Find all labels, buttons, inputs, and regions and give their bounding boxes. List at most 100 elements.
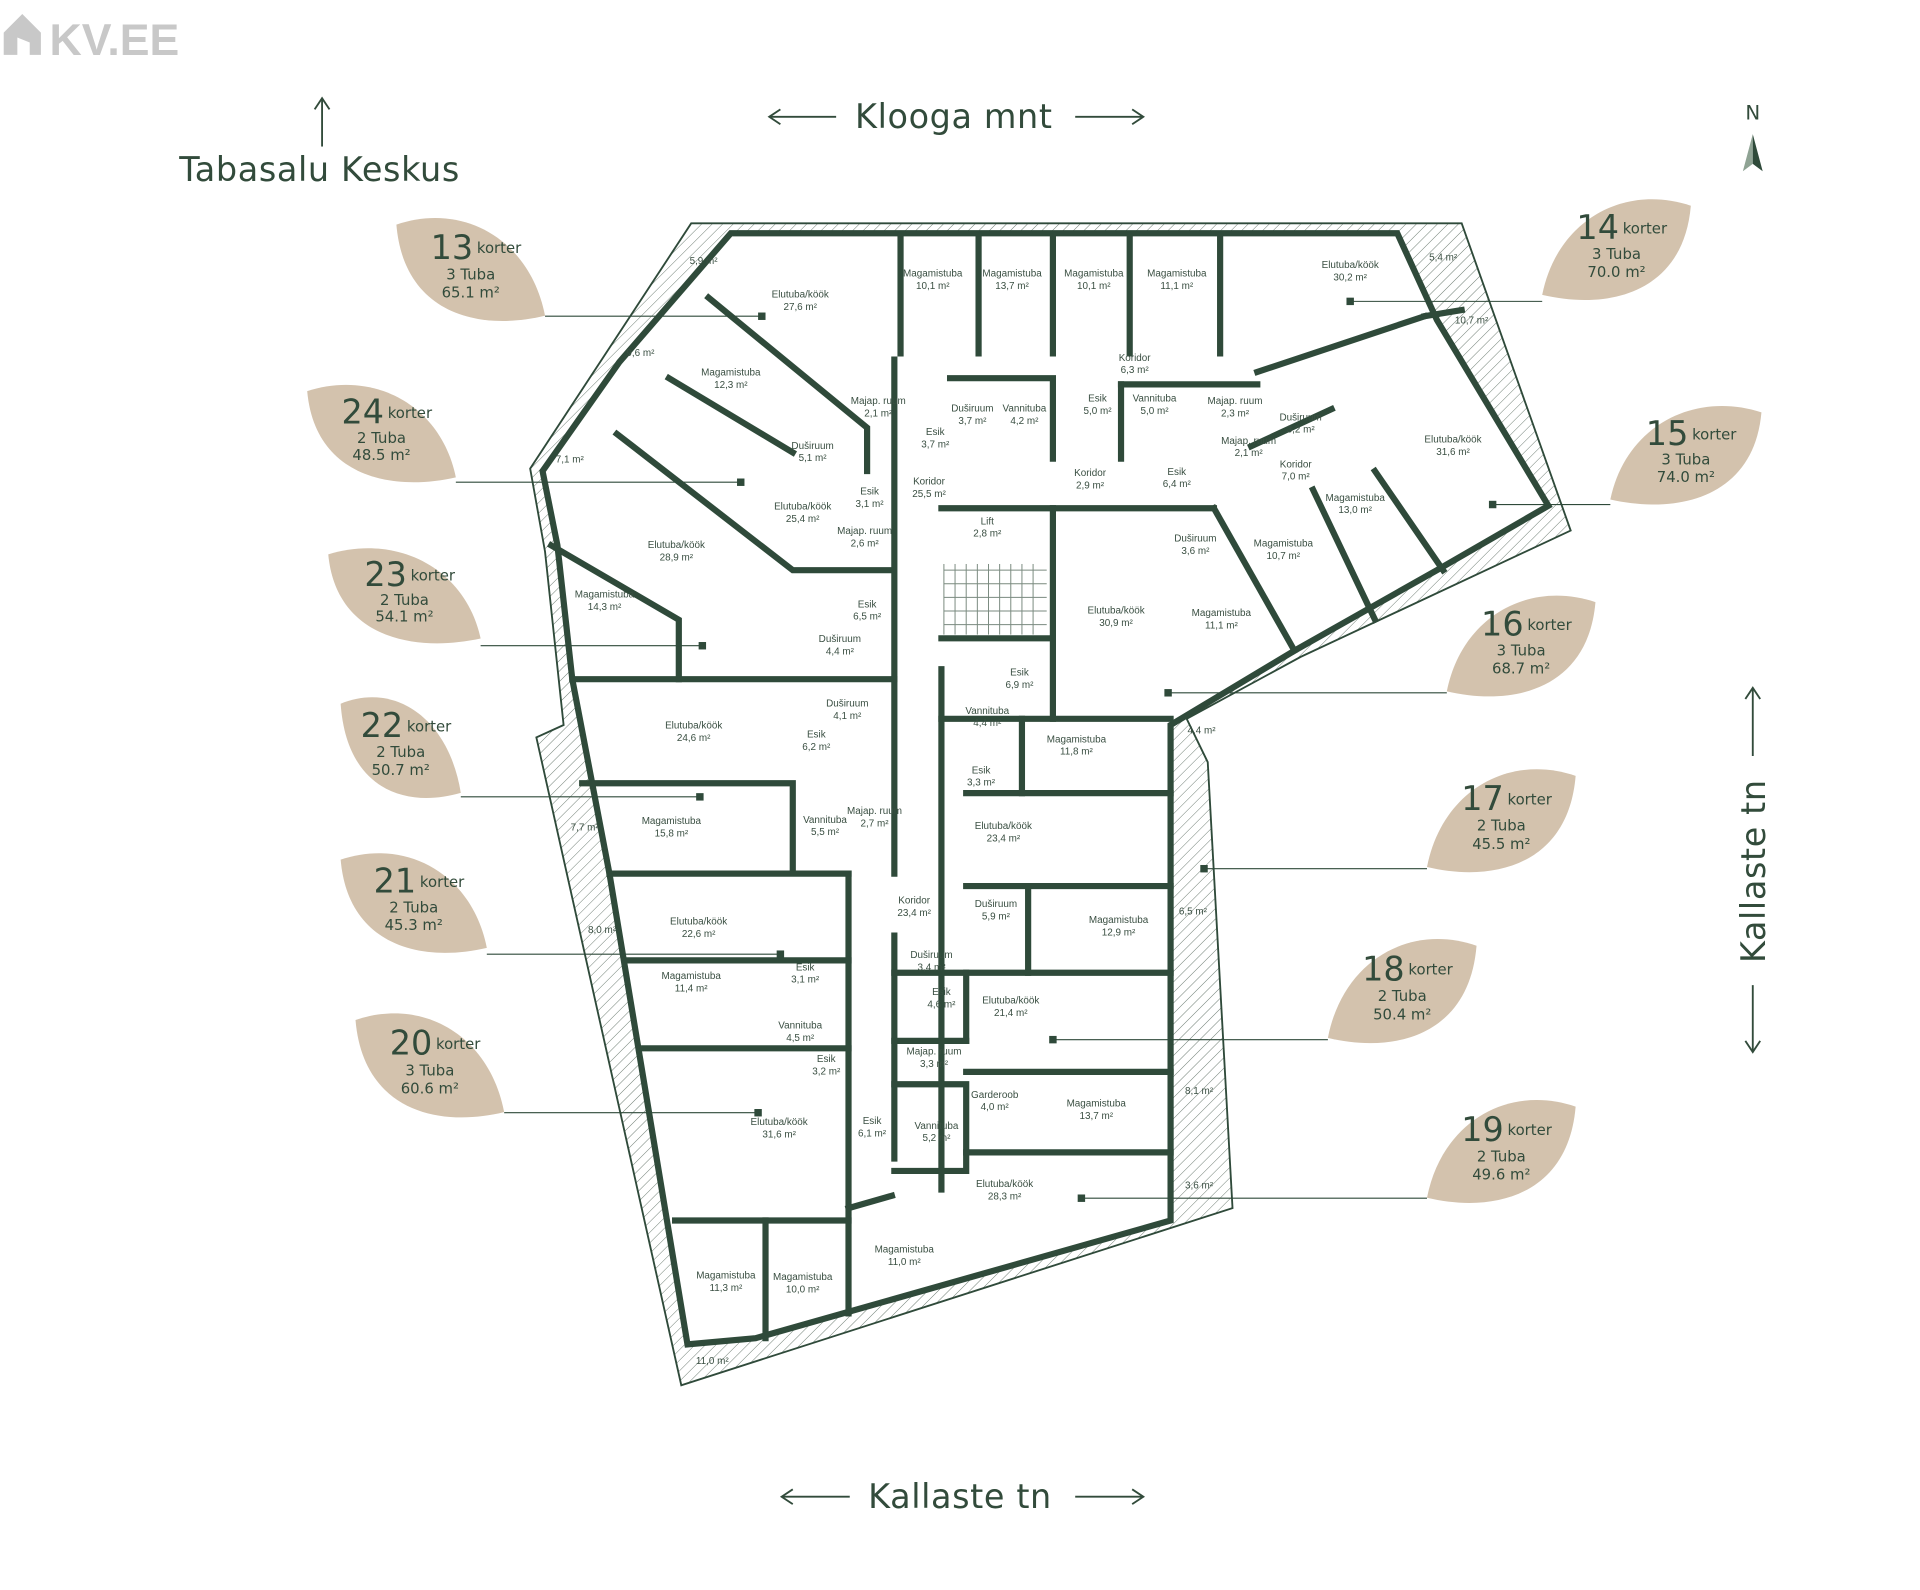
room-area: 6,1 m² [858, 1128, 887, 1139]
room-area: 3,2 m² [1287, 425, 1316, 436]
building [529, 222, 1572, 1387]
room-name: Duširuum [819, 634, 861, 645]
room-area: 13,7 m² [995, 281, 1029, 292]
leaf-shape [307, 384, 456, 483]
room-area: 22,6 m² [682, 929, 716, 940]
balcony-area: 4,4 m² [1188, 726, 1217, 737]
apartment-rooms: 2 Tuba [389, 899, 438, 917]
room-label: Elutuba/köök 22,6 m² [670, 916, 727, 939]
room-name: Koridor [898, 895, 931, 906]
apartment-rooms: 2 Tuba [1477, 1147, 1526, 1165]
room-name: Elutuba/köök [751, 1117, 808, 1128]
wall [704, 293, 871, 475]
room-name: Magamistuba [1067, 1099, 1127, 1110]
room-name: Elutuba/köök [1322, 260, 1379, 271]
balcony-area: 8,1 m² [1185, 1086, 1214, 1097]
wall [844, 1191, 896, 1212]
balcony-area: 11,0 m² [696, 1356, 730, 1367]
room-area: 3,1 m² [791, 975, 820, 986]
apartment-rooms: 2 Tuba [1477, 817, 1526, 835]
room-area: 10,7 m² [1267, 551, 1301, 562]
arrow-right-icon [1131, 108, 1146, 126]
walls [546, 232, 1466, 1342]
apartment-word: korter [411, 567, 456, 585]
balcony-area: 5,9 m² [690, 256, 719, 267]
room-name: Elutuba/köök [670, 916, 727, 927]
apartment-rooms: 2 Tuba [376, 743, 425, 761]
wall [891, 1081, 970, 1175]
room-name: Koridor [1119, 353, 1152, 364]
apartment-rooms: 2 Tuba [380, 591, 429, 609]
arrow-down-icon [1744, 1040, 1761, 1054]
apartment-word: korter [420, 873, 465, 891]
room-name: Magamistuba [662, 971, 722, 982]
leader-dot [1200, 864, 1208, 873]
room-name: Magamistuba [1064, 269, 1124, 280]
leaf-shape [1446, 595, 1596, 697]
room-name: Magamistuba [701, 368, 761, 379]
room-name: Duširuum [910, 950, 952, 961]
room-name: Elutuba/köök [1087, 606, 1144, 617]
balcony-area: 5,4 m² [1429, 252, 1458, 263]
room-name: Esik [860, 487, 879, 498]
room-name: Magamistuba [1325, 493, 1385, 504]
apartment-rooms: 3 Tuba [446, 265, 495, 283]
leaf-shape [1426, 769, 1576, 873]
apartment-area: 50.7 m² [372, 761, 430, 779]
apartment-number: 14 [1576, 208, 1619, 247]
room-name: Esik [972, 765, 991, 776]
kv-ee-logo[interactable]: KV.EE [3, 13, 180, 65]
room-name: Elutuba/köök [976, 1179, 1033, 1190]
room-area: 5,1 m² [799, 453, 828, 464]
room-name: Vannituba [803, 815, 847, 826]
apartment-area: 74.0 m² [1657, 468, 1715, 486]
room-name: Duširuum [791, 441, 833, 452]
apartment-word: korter [1508, 790, 1553, 808]
room-area: 2,6 m² [851, 539, 880, 550]
room-name: Majap. ruum [851, 396, 906, 407]
room-area: 4,1 m² [833, 711, 862, 722]
apartment-rooms: 3 Tuba [1661, 451, 1710, 469]
room-name: Magamistuba [982, 269, 1042, 280]
staircase [943, 563, 1047, 635]
room-area: 3,6 m² [1181, 546, 1210, 557]
house-icon [3, 13, 41, 55]
room-area: 7,0 m² [1282, 472, 1311, 483]
leader-dot [758, 312, 766, 320]
leader-dot [737, 478, 745, 486]
room-area: 2,1 m² [1235, 448, 1264, 459]
apartment-number: 21 [374, 862, 417, 901]
room-name: Esik [1010, 667, 1029, 678]
